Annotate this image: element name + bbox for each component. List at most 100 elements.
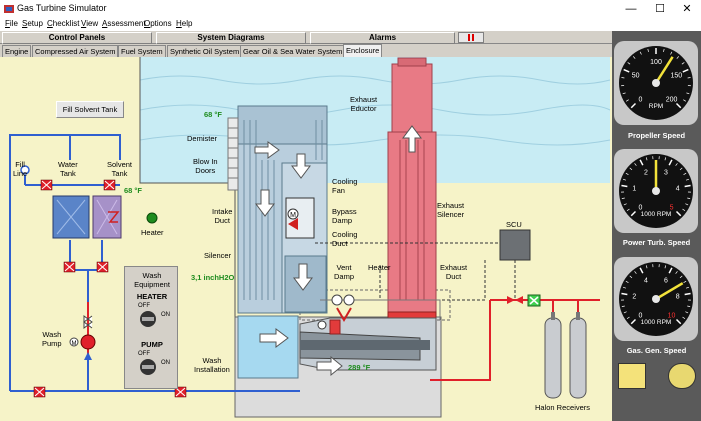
gauge-tick bbox=[639, 51, 642, 55]
gauge-tick bbox=[675, 102, 682, 109]
gauge-tick bbox=[630, 318, 637, 325]
heater-switch-label: HEATER bbox=[136, 292, 168, 301]
gauge-tick bbox=[682, 68, 689, 73]
power-turbine-speed-label: Power Turb. Speed bbox=[622, 238, 691, 247]
tab-fuel-system[interactable]: Fuel System bbox=[118, 45, 166, 57]
gauge-tick-label: 4 bbox=[644, 277, 648, 284]
gauge-tick bbox=[623, 311, 627, 314]
gauge-tick bbox=[685, 203, 689, 206]
menu-assessment[interactable]: Assessment bbox=[102, 19, 146, 28]
gauge-tick bbox=[629, 275, 633, 279]
cooling-duct-label: Cooling Duct bbox=[332, 230, 358, 248]
gauge-tick bbox=[668, 267, 673, 274]
gauge-tick bbox=[685, 178, 690, 181]
menu-options[interactable]: Options bbox=[144, 19, 172, 28]
gauge-tick bbox=[622, 92, 626, 95]
pump-switch-label: PUMP bbox=[141, 340, 163, 349]
status-light-1 bbox=[618, 363, 646, 389]
gauge-tick bbox=[664, 157, 667, 161]
gauge-hub bbox=[652, 79, 660, 87]
gauge-tick bbox=[630, 210, 637, 217]
gauge-tick bbox=[684, 292, 691, 296]
wash-installation-label: Wash Installation bbox=[194, 356, 230, 374]
gauge-tick bbox=[630, 102, 637, 109]
demister-label: Demister bbox=[187, 134, 218, 143]
tab-synthetic-oil[interactable]: Synthetic Oil System bbox=[167, 45, 243, 57]
wash-pump-label: Wash Pump bbox=[42, 330, 62, 348]
gauge-tick-label: 0 bbox=[638, 205, 642, 212]
silencer-dp-reading: 3,1 inchH2O bbox=[191, 273, 235, 282]
gauge-tick bbox=[621, 292, 628, 296]
gauge-tick bbox=[683, 172, 687, 176]
control-panels-button[interactable]: Control Panels bbox=[2, 32, 152, 44]
gauge-tick bbox=[684, 184, 691, 188]
gauge-tick-label: 8 bbox=[676, 294, 680, 301]
menu-checklist[interactable]: Checklist bbox=[47, 19, 80, 28]
diagram-tabs: Engine Compressed Air System Fuel System… bbox=[0, 44, 612, 57]
heater-indicator bbox=[146, 212, 158, 224]
tank-temp-reading: 68 °F bbox=[124, 186, 143, 195]
gauge-tick bbox=[664, 265, 667, 269]
alarms-button[interactable]: Alarms bbox=[310, 32, 455, 44]
fill-solvent-tank-button[interactable]: Fill Solvent Tank bbox=[56, 101, 124, 118]
heater-switch[interactable] bbox=[139, 310, 157, 328]
blow-in-doors-label: Blow In Doors bbox=[193, 157, 218, 175]
propeller-speed-label: Propeller Speed bbox=[627, 131, 686, 140]
gauge-tick bbox=[645, 265, 648, 269]
maximize-button[interactable]: ☐ bbox=[655, 3, 665, 15]
gauge-tick bbox=[687, 305, 691, 307]
svg-text:M: M bbox=[72, 341, 77, 347]
menu-bar: File Setup Checklist View Assessment Opt… bbox=[0, 18, 701, 31]
enclosure-diagram: M bbox=[0, 57, 612, 421]
gauge-tick-label: 5 bbox=[670, 205, 674, 212]
system-diagrams-button[interactable]: System Diagrams bbox=[156, 32, 306, 44]
gauge-tick bbox=[621, 305, 625, 307]
vent-damp-label: Vent Damp bbox=[334, 263, 355, 281]
tab-gear-oil-sea-water[interactable]: Gear Oil & Sea Water System bbox=[240, 45, 346, 57]
gauge-tick bbox=[634, 163, 637, 166]
gauge-tick-label: 0 bbox=[638, 313, 642, 320]
window-title: Gas Turbine Simulator bbox=[17, 3, 107, 13]
solvent-tank bbox=[92, 195, 122, 239]
gauge-tick bbox=[663, 48, 665, 52]
exhaust-eductor-label: Exhaust Eductor bbox=[350, 95, 378, 113]
gauge-tick bbox=[627, 62, 631, 65]
wash-equipment-label: Wash Equipment bbox=[134, 271, 170, 289]
halon-check-valve bbox=[507, 296, 523, 304]
gauge-needle bbox=[654, 56, 674, 84]
gauge-tick bbox=[679, 275, 683, 279]
close-button[interactable]: ✕ bbox=[682, 3, 692, 15]
gas-generator-speed-label: Gas. Gen. Speed bbox=[626, 346, 687, 355]
gauge-unit-label: RPM bbox=[649, 103, 663, 110]
gauge-tick bbox=[675, 271, 678, 274]
gauge-tick bbox=[622, 178, 627, 181]
gauge-tick-label: 1 bbox=[632, 186, 636, 193]
pump-switch[interactable] bbox=[139, 358, 157, 376]
tab-enclosure[interactable]: Enclosure bbox=[343, 44, 383, 57]
outside-temp-reading: 68 °F bbox=[204, 110, 223, 119]
gauge-tick-label: 200 bbox=[666, 97, 678, 104]
exhaust-silencer bbox=[387, 131, 437, 313]
gauge-tick bbox=[683, 99, 687, 102]
gauge-tick bbox=[626, 316, 630, 319]
gauge-tick bbox=[685, 311, 689, 314]
minimize-button[interactable]: — bbox=[625, 3, 637, 15]
menu-file[interactable]: File bbox=[5, 19, 18, 28]
gauge-tick bbox=[687, 197, 691, 199]
gauge-tick bbox=[675, 163, 678, 166]
tab-engine[interactable]: Engine bbox=[2, 45, 32, 57]
app-icon bbox=[4, 5, 14, 13]
gauge-tick-label: 100 bbox=[650, 59, 662, 66]
gauge-tick bbox=[682, 208, 686, 211]
menu-view[interactable]: View bbox=[81, 19, 99, 28]
menu-help[interactable]: Help bbox=[176, 19, 193, 28]
gauge-tick bbox=[629, 167, 633, 171]
gauge-tick bbox=[634, 271, 637, 274]
gauge-tick bbox=[625, 280, 629, 284]
pause-button[interactable] bbox=[458, 32, 484, 43]
gauge-tick bbox=[625, 99, 629, 102]
tab-compressed-air[interactable]: Compressed Air System bbox=[32, 45, 119, 57]
gauge-tick bbox=[621, 197, 625, 199]
gauge-tick bbox=[626, 208, 630, 211]
menu-setup[interactable]: Setup bbox=[22, 19, 43, 28]
